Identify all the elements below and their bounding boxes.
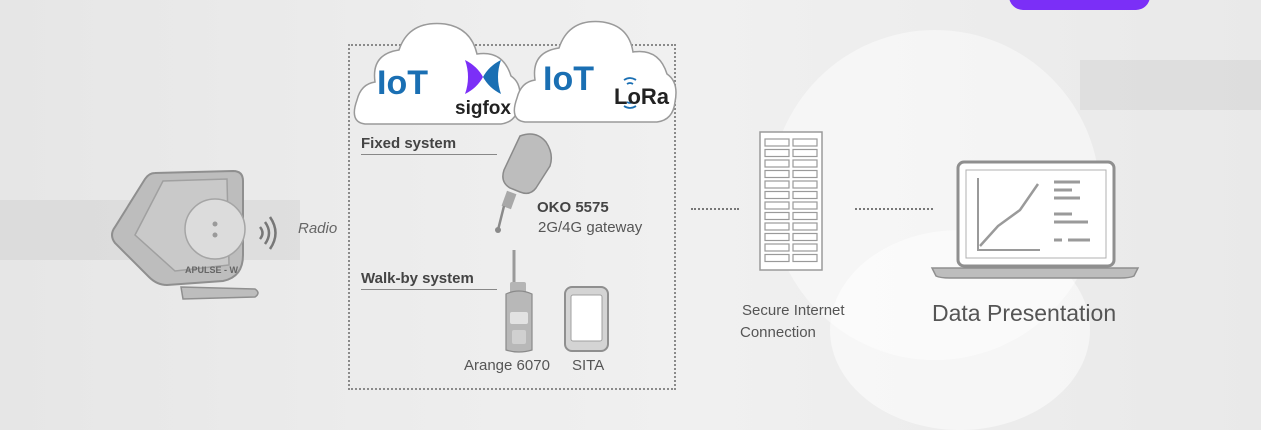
server-slot bbox=[792, 201, 818, 210]
server-slot bbox=[764, 222, 790, 231]
server-slot bbox=[792, 232, 818, 242]
server-slot bbox=[792, 138, 818, 147]
server-slot bbox=[764, 211, 790, 221]
handheld-reader-icon bbox=[505, 250, 533, 353]
server-slot bbox=[792, 190, 818, 200]
server-slot bbox=[764, 148, 790, 158]
server-slot bbox=[792, 180, 818, 189]
system-box bbox=[348, 44, 676, 390]
server-slot bbox=[764, 232, 790, 242]
server-label-line1: Secure Internet bbox=[742, 302, 845, 319]
tablet-icon bbox=[564, 286, 609, 352]
server-slot bbox=[792, 222, 818, 231]
server-slot bbox=[764, 159, 790, 168]
cloud-iot-label: IoT bbox=[377, 64, 428, 102]
server-slot bbox=[764, 190, 790, 200]
gateway-device-icon bbox=[495, 133, 553, 233]
background-pipe bbox=[1080, 60, 1261, 110]
apulse-device-illustration bbox=[111, 169, 259, 300]
server-slot bbox=[792, 253, 818, 263]
server-slot bbox=[792, 211, 818, 221]
gateway-name: OKO 5575 bbox=[537, 199, 609, 216]
device-model-label: APULSE - W bbox=[185, 265, 238, 275]
sigfox-label: sigfox bbox=[455, 98, 511, 119]
lora-label: LoRa bbox=[614, 84, 669, 109]
gateway-description: 2G/4G gateway bbox=[538, 219, 643, 236]
walkby-system-heading: Walk-by system bbox=[361, 270, 497, 290]
server-slot bbox=[764, 169, 790, 179]
server-slot bbox=[792, 169, 818, 179]
lora-waves-icon bbox=[623, 77, 637, 109]
server-slot bbox=[792, 159, 818, 168]
server-label-line2: Connection bbox=[740, 324, 816, 341]
server-slot bbox=[764, 138, 790, 147]
connector-line bbox=[691, 208, 739, 210]
server-slot bbox=[764, 253, 790, 263]
cloud-iot-label: IoT bbox=[543, 60, 594, 98]
server-slot bbox=[764, 180, 790, 189]
handheld-label: Arange 6070 bbox=[464, 357, 550, 374]
connector-line bbox=[855, 208, 933, 210]
server-slot bbox=[792, 243, 818, 252]
server-rack-icon bbox=[759, 131, 823, 271]
radio-label: Radio bbox=[298, 220, 338, 237]
laptop-chart-icon bbox=[930, 160, 1140, 279]
radio-waves-icon bbox=[258, 216, 277, 250]
cloud-icon bbox=[513, 20, 677, 123]
tablet-label: SITA bbox=[572, 357, 605, 374]
server-slot bbox=[764, 201, 790, 210]
data-presentation-label: Data Presentation bbox=[932, 300, 1117, 326]
server-slot bbox=[764, 243, 790, 252]
server-slot bbox=[792, 148, 818, 158]
fixed-system-heading: Fixed system bbox=[361, 135, 497, 155]
accent-button[interactable] bbox=[1009, 0, 1150, 10]
sigfox-logo-icon bbox=[465, 60, 501, 94]
